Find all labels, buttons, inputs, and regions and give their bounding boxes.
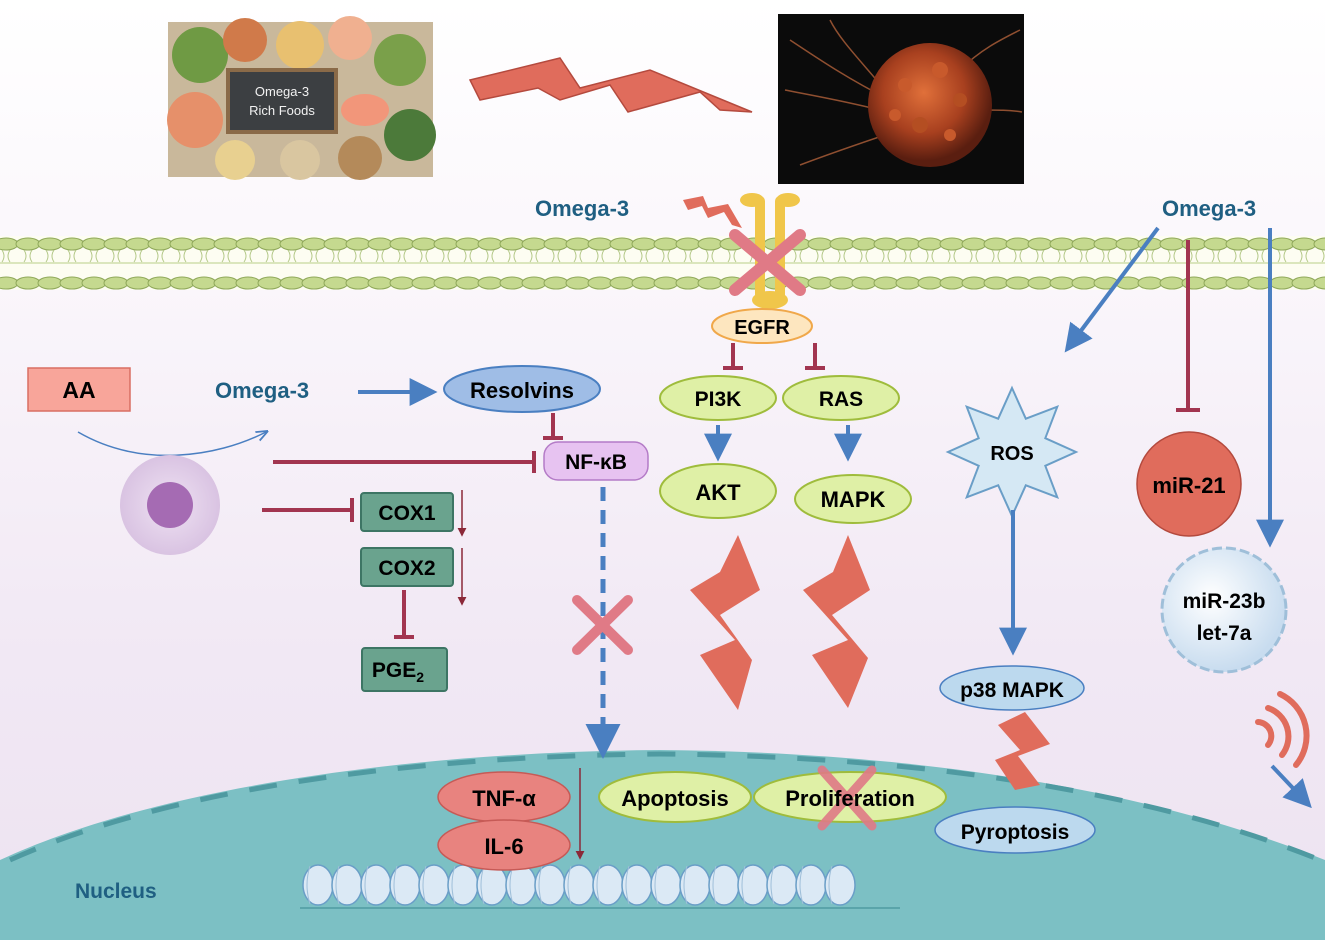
cox1-node: COX1 bbox=[360, 492, 454, 532]
il6-node: IL-6 bbox=[437, 819, 571, 871]
omega3-foods-photo: Omega-3 Rich Foods bbox=[167, 16, 436, 180]
exosome-node: miR-23b let-7a bbox=[1160, 546, 1288, 674]
nfkb-label: NF-κB bbox=[565, 451, 627, 474]
il6-label: IL-6 bbox=[484, 834, 523, 859]
tnf-alpha-label: TNF-α bbox=[472, 786, 536, 811]
pyroptosis-node: Pyroptosis bbox=[934, 806, 1096, 854]
cancer-cell-photo bbox=[778, 14, 1024, 184]
cell-membrane bbox=[0, 236, 1325, 290]
zigzag-lightning-icon bbox=[468, 57, 753, 113]
small-lightning-icon bbox=[683, 196, 742, 228]
food-sign-line2: Rich Foods bbox=[249, 103, 315, 118]
exosome-out-arrow bbox=[1270, 764, 1312, 809]
resolvins-node: Resolvins bbox=[443, 365, 601, 413]
ros-label: ROS bbox=[990, 443, 1033, 465]
mir23b-label: miR-23b bbox=[1183, 590, 1266, 613]
aa-box bbox=[27, 367, 131, 412]
akt-node: AKT bbox=[659, 463, 777, 519]
cox2-pge2-inhibit bbox=[394, 590, 414, 639]
apoptosis-label: Apoptosis bbox=[621, 786, 729, 811]
resolvins-label: Resolvins bbox=[470, 378, 574, 403]
omega3-label-right: Omega-3 bbox=[1162, 196, 1256, 221]
mapk-label: MAPK bbox=[821, 487, 886, 512]
immune-cell-icon bbox=[120, 455, 220, 555]
ras-node: RAS bbox=[782, 375, 900, 421]
egfr-label: EGFR bbox=[734, 317, 790, 339]
omega3-mir21-inhibit bbox=[1176, 240, 1200, 412]
let7a-label: let-7a bbox=[1197, 622, 1252, 645]
aa-curved-arrow bbox=[77, 432, 266, 457]
lightning-mapk-icon bbox=[803, 535, 870, 708]
dna-nucleosome-icon bbox=[302, 864, 856, 906]
akt-label: AKT bbox=[695, 480, 741, 505]
pge2-label: PGE2 bbox=[372, 659, 424, 685]
lightning-p38-icon bbox=[995, 712, 1050, 790]
ros-star-node: ROS bbox=[945, 385, 1079, 519]
blocked-x-icon bbox=[729, 229, 806, 296]
egfr-node bbox=[711, 308, 813, 344]
proliferation-label: Proliferation bbox=[785, 786, 915, 811]
nucleus-label: Nucleus bbox=[75, 880, 157, 903]
cell-cox-inhibit bbox=[262, 498, 354, 522]
pyroptosis-label: Pyroptosis bbox=[961, 821, 1070, 844]
lightning-akt-icon bbox=[690, 535, 760, 710]
nfkb-blocked-x-icon bbox=[572, 595, 633, 655]
pge2-node: PGE2 bbox=[361, 647, 448, 692]
signal-waves-icon bbox=[1255, 691, 1310, 768]
cox2-node: COX2 bbox=[360, 547, 454, 587]
cox1-label: COX1 bbox=[378, 502, 436, 525]
apoptosis-node: Apoptosis bbox=[598, 771, 752, 823]
nfkb-node: NF-κB bbox=[543, 441, 649, 481]
mapk-node: MAPK bbox=[794, 474, 912, 524]
omega3-label-top: Omega-3 bbox=[535, 196, 629, 221]
nucleus: Nucleus bbox=[0, 750, 1325, 940]
tnf-alpha-node: TNF-α bbox=[437, 771, 571, 823]
mir21-label: miR-21 bbox=[1152, 473, 1225, 498]
omega3-label-left: Omega-3 bbox=[215, 378, 309, 403]
pi3k-node: PI3K bbox=[659, 375, 777, 421]
egfr-inhibit-lines bbox=[723, 343, 825, 370]
ras-label: RAS bbox=[819, 388, 863, 411]
resolvins-nfkb-inhibit bbox=[543, 413, 563, 440]
pi3k-label: PI3K bbox=[695, 388, 742, 411]
cell-nfkb-inhibit bbox=[273, 451, 536, 473]
aa-label: AA bbox=[62, 377, 95, 403]
p38-mapk-label: p38 MAPK bbox=[960, 679, 1064, 702]
proliferation-node: Proliferation bbox=[753, 765, 947, 831]
cox2-label: COX2 bbox=[378, 557, 435, 580]
food-sign-line1: Omega-3 bbox=[255, 84, 309, 99]
omega3-ros-arrow bbox=[1064, 226, 1160, 353]
p38-mapk-node: p38 MAPK bbox=[939, 665, 1085, 711]
mir21-node: miR-21 bbox=[1136, 431, 1242, 537]
